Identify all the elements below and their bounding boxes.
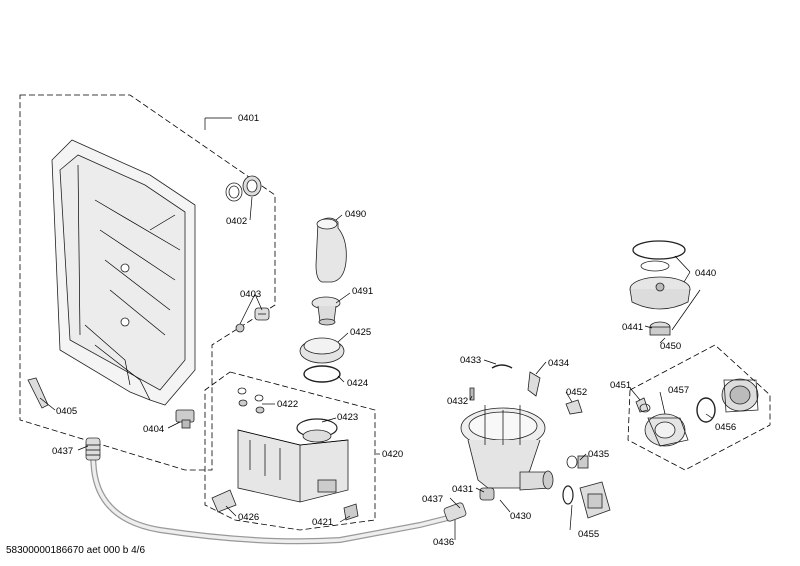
label-0431: 0431 (452, 484, 473, 495)
part-0450-motor (721, 378, 759, 413)
label-0452: 0452 (566, 387, 587, 398)
label-0403: 0403 (240, 289, 261, 300)
leaders-0490-0424 (335, 214, 351, 383)
label-0437-right: 0437 (422, 494, 443, 505)
part-0452-clip (565, 399, 583, 415)
label-0451: 0451 (610, 380, 631, 391)
part-0435-seal (566, 455, 589, 469)
label-0436: 0436 (433, 537, 454, 548)
part-0424-ring (303, 365, 341, 383)
part-0455-pump (562, 481, 611, 519)
group-outline-0450 (627, 344, 771, 471)
part-0404-connector (175, 409, 195, 429)
label-0424: 0424 (347, 378, 368, 389)
label-0450: 0450 (660, 341, 681, 352)
document-reference: 58300000186670 aet 000 b 4/6 (6, 545, 146, 556)
part-0491-cap (311, 296, 341, 326)
label-0401: 0401 (238, 113, 259, 124)
drain-hose-left (85, 437, 467, 545)
leaders-0401 (39, 117, 263, 429)
label-0434: 0434 (548, 358, 569, 369)
part-0440-heater-assembly (629, 240, 691, 310)
label-0441: 0441 (622, 322, 643, 333)
part-0405-clip (27, 377, 49, 409)
part-0422-seals (237, 387, 265, 414)
label-0426: 0426 (238, 512, 259, 523)
label-0421: 0421 (312, 517, 333, 528)
label-0491: 0491 (352, 286, 373, 297)
part-0451-clip (635, 397, 651, 413)
part-0432-screw (469, 387, 475, 401)
label-0440: 0440 (695, 268, 716, 279)
part-0434-clip (527, 371, 541, 397)
part-0456-seal (696, 397, 716, 423)
part-0423-softener-top (296, 418, 338, 443)
part-0490-funnel (315, 217, 347, 283)
part-0457-pump-housing (644, 413, 689, 447)
label-0432: 0432 (447, 396, 468, 407)
label-0423: 0423 (337, 412, 358, 423)
leaders-0420 (225, 403, 380, 523)
leader-0437b (449, 497, 461, 509)
part-0441-impeller (649, 321, 671, 336)
label-0422: 0422 (277, 399, 298, 410)
part-0420-softener-body (237, 429, 349, 503)
side-panel-frame (51, 139, 196, 406)
label-0430: 0430 (510, 511, 531, 522)
label-0420: 0420 (382, 449, 403, 460)
part-0433-seal (491, 364, 513, 369)
part-0403-valve (235, 307, 270, 333)
leaders-0450 (629, 337, 713, 419)
part-0430-sump (460, 405, 554, 491)
label-0404: 0404 (143, 424, 164, 435)
part-labels: 0401 0402 0403 0404 0405 0437 0490 0491 … (52, 113, 736, 548)
part-0421-clip (343, 503, 359, 521)
label-0402: 0402 (226, 216, 247, 227)
label-0455: 0455 (578, 529, 599, 540)
part-0426-plug (211, 489, 237, 513)
group-outline-0401 (19, 94, 276, 471)
leaders-0440 (644, 255, 701, 331)
label-0437-left: 0437 (52, 446, 73, 457)
label-0490: 0490 (345, 209, 366, 220)
leader-0437a (77, 445, 89, 451)
label-0433: 0433 (460, 355, 481, 366)
part-0425-cover (299, 337, 345, 364)
label-0425: 0425 (350, 327, 371, 338)
part-0402-rings (225, 175, 262, 202)
part-0431-nozzle (479, 487, 495, 501)
label-0435: 0435 (588, 449, 609, 460)
label-0457: 0457 (668, 385, 689, 396)
label-0405: 0405 (56, 406, 77, 417)
leaders-sump (469, 359, 587, 531)
label-0456: 0456 (715, 422, 736, 433)
